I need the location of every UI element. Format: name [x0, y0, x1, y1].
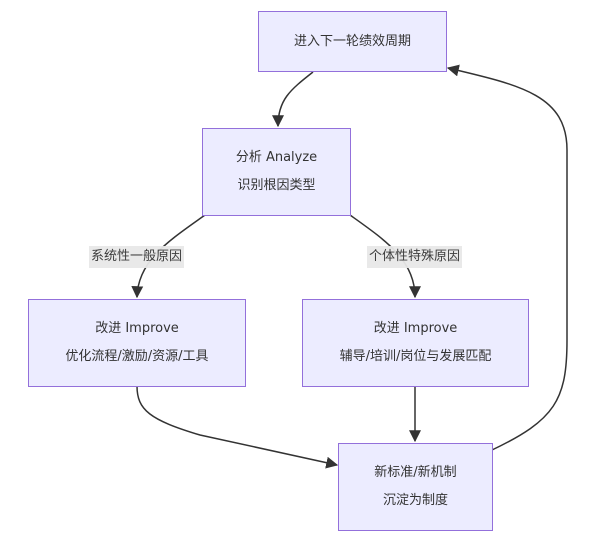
node-improve-individual[interactable]: 改进 Improve 辅导/培训/岗位与发展匹配 — [302, 299, 529, 387]
node-improve-system-title: 改进 Improve — [95, 321, 179, 336]
edge-standardize-to-next-cycle — [446, 64, 568, 451]
edge-next-cycle-to-analyze — [272, 71, 314, 128]
node-next-cycle[interactable]: 进入下一轮绩效周期 — [258, 11, 447, 72]
node-improve-system-subtitle: 优化流程/激励/资源/工具 — [65, 349, 209, 364]
edge-label-individual-cause: 个体性特殊原因 — [367, 246, 463, 268]
node-standardize-title: 新标准/新机制 — [374, 465, 457, 480]
edge-improve-system-to-standardize — [136, 385, 339, 469]
node-analyze[interactable]: 分析 Analyze 识别根因类型 — [202, 128, 351, 216]
node-improve-individual-subtitle: 辅导/培训/岗位与发展匹配 — [339, 349, 492, 364]
node-standardize[interactable]: 新标准/新机制 沉淀为制度 — [338, 443, 493, 531]
node-improve-individual-title: 改进 Improve — [373, 321, 458, 336]
node-next-cycle-text: 进入下一轮绩效周期 — [293, 33, 411, 49]
node-analyze-title: 分析 Analyze — [235, 150, 318, 165]
node-standardize-subtitle: 沉淀为制度 — [382, 493, 448, 508]
node-analyze-subtitle: 识别根因类型 — [237, 178, 316, 193]
edge-label-systemic-cause: 系统性一般原因 — [89, 246, 185, 268]
node-improve-system[interactable]: 改进 Improve 优化流程/激励/资源/工具 — [28, 299, 246, 387]
